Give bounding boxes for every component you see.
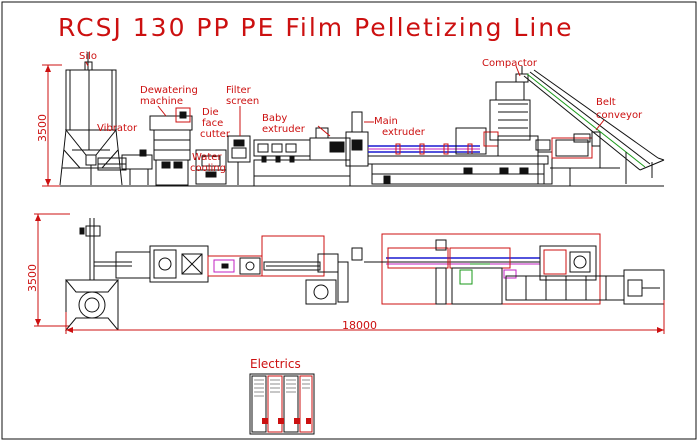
silo-plan — [64, 218, 132, 331]
height-dimension-side: 3500 — [36, 64, 62, 187]
compactor — [489, 66, 620, 186]
baby-extruder — [253, 127, 351, 187]
label-belt-line2: conveyor — [596, 110, 643, 121]
label-main-extruder-line1: Main — [374, 116, 398, 127]
length-dimension: 18000 — [65, 300, 665, 334]
label-electrics: Electrics — [250, 357, 301, 371]
silo — [59, 52, 123, 186]
label-die-face-line2: face — [202, 118, 223, 129]
height-dimension-top: 3500 — [26, 213, 70, 327]
dewatering-plan — [115, 245, 209, 283]
dewatering-machine — [149, 107, 193, 186]
label-baby-extruder-line2: extruder — [262, 124, 306, 135]
electrics-cabinet: Electrics — [249, 357, 315, 435]
main-extruder-plan — [364, 233, 601, 305]
length-dimension-label: 18000 — [342, 319, 377, 332]
plan-view: 3500 — [26, 213, 665, 334]
belt-conveyor — [523, 69, 665, 184]
label-die-face-line3: cutter — [200, 129, 231, 140]
leader-lines — [157, 65, 605, 137]
label-baby-extruder-line1: Baby — [262, 113, 287, 124]
vibrator — [97, 149, 153, 185]
height-dimension-side-label: 3500 — [36, 114, 49, 142]
filter-screen — [227, 135, 251, 185]
height-dimension-top-label: 3500 — [26, 264, 39, 292]
die-face-cutter — [195, 149, 227, 185]
drawing-title: RCSJ 130 PP PE Film Pelletizing Line — [58, 13, 574, 42]
main-extruder — [345, 111, 549, 185]
label-die-face-line1: Die — [202, 107, 219, 118]
label-belt-line1: Belt — [596, 97, 616, 108]
label-dewatering-line1: Dewatering — [140, 85, 198, 96]
filter-plan — [207, 255, 263, 277]
label-main-extruder-line2: extruder — [382, 127, 426, 138]
baby-extruder-plan — [261, 235, 363, 305]
label-filter-line1: Filter — [226, 85, 252, 96]
belt-conveyor-plan — [505, 269, 665, 305]
label-dewatering-line2: machine — [140, 96, 183, 107]
label-water-cooling-line2: cooling — [190, 163, 226, 174]
side-elevation: 3500 Silo — [36, 51, 665, 187]
label-water-cooling-line1: Water — [192, 152, 222, 163]
label-silo: Silo — [79, 51, 97, 62]
label-filter-line2: screen — [226, 96, 259, 107]
label-vibrator: Vibrator — [97, 123, 138, 134]
label-compactor: Compactor — [482, 58, 538, 69]
